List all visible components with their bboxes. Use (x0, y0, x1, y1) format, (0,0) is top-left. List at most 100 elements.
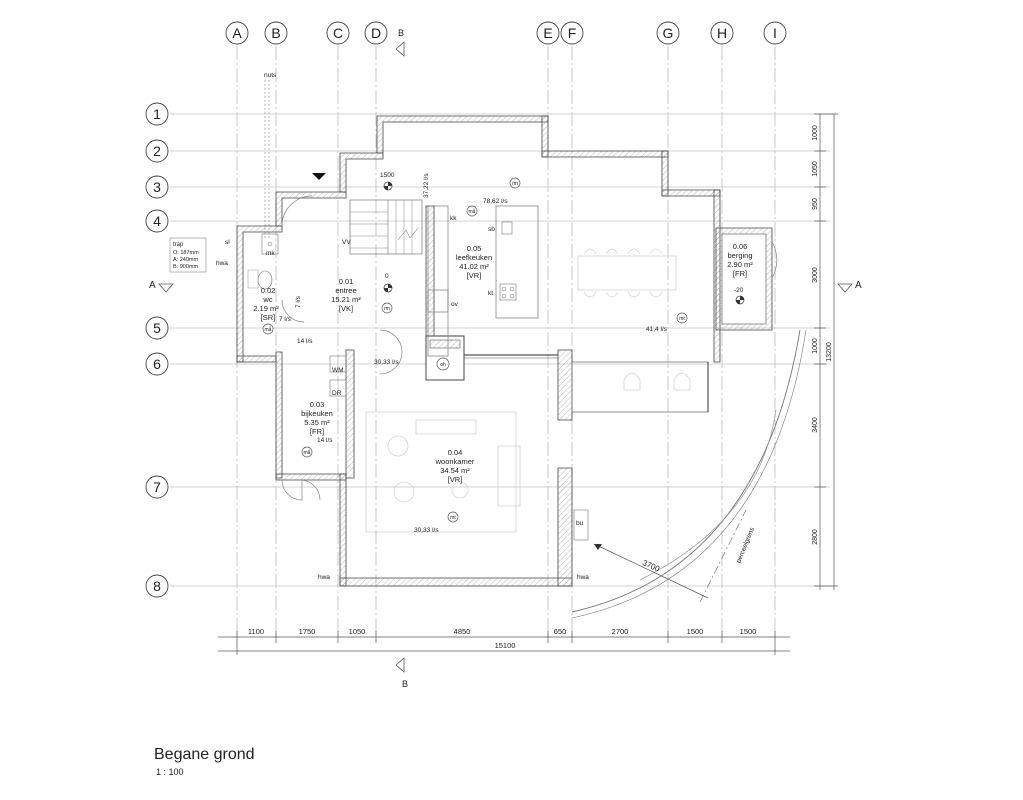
row-bubbles: 1 2 3 4 5 6 7 8 (145, 102, 169, 598)
grid-label-row: 6 (153, 356, 161, 372)
room-name: berging (727, 251, 752, 260)
room-name: woonkamer (435, 457, 475, 466)
room-area: 15.21 m² (331, 295, 361, 304)
level-marker-icon (383, 181, 393, 191)
room-area: 5.35 m² (304, 418, 330, 427)
mt-tag: mt (450, 515, 456, 521)
hwa-label: hwa (318, 574, 330, 581)
doors (281, 195, 778, 501)
grid-label-row: 7 (153, 479, 161, 495)
room-number: 0.04 (448, 448, 463, 457)
grid-label-col: F (568, 25, 577, 41)
stair-note-title: trap (173, 242, 184, 248)
sanitary-fixtures (247, 233, 589, 541)
dim-segment: 3400 (812, 417, 819, 433)
level-markers: 1500 0 -20 rm rm må må må mt mt oh (262, 172, 745, 523)
level-minus20: -20 (734, 287, 744, 294)
grid-label-col: A (232, 25, 242, 41)
oh-tag: oh (440, 362, 446, 368)
room-area: 34.54 m² (440, 466, 470, 475)
dim-total: 13200 (826, 342, 833, 362)
flow-14-b: 14 l/s (317, 437, 333, 444)
grid-label-col: H (717, 25, 727, 41)
room-name: entree (335, 286, 356, 295)
flow-30-33-b: 30,33 l/s (414, 527, 439, 534)
grid-label-col: I (773, 25, 777, 41)
dim-segment: 1000 (812, 338, 819, 354)
room-code: [SR] (261, 313, 276, 322)
section-b-top-label: B (398, 28, 404, 38)
dim-segment: 3000 (812, 267, 819, 283)
flow-7-b: 7 l/s (279, 316, 292, 323)
dim-segment: 950 (812, 198, 819, 210)
section-markers: B B A A (149, 28, 862, 689)
drawing-scale: 1 : 100 (156, 767, 184, 777)
flow-labels: 37,22 l/s 78,62 l/s 7 l/s 7 l/s 14 l/s 1… (279, 173, 668, 534)
wm-label: WM (332, 367, 344, 374)
grid-label-col: C (333, 25, 343, 41)
section-a-right-label: A (855, 280, 862, 291)
room-number: 0.02 (261, 286, 276, 295)
room-name: wc (262, 295, 272, 304)
dim-segment: 2800 (812, 529, 819, 545)
kk-label: kk (450, 215, 457, 222)
room-wc: 0.02 wc 2.19 m² [SR] (253, 286, 279, 322)
section-a-left-label: A (149, 280, 156, 291)
room-code: [VK] (339, 304, 353, 313)
room-berging: 0.06 berging 2.90 m² [FR] (727, 242, 753, 278)
stair-note: trap O: 187mm A: 240mm B: 900mm (169, 237, 207, 273)
dimensions-bottom: 1100 1750 1050 4850 650 2700 1500 1500 1… (218, 627, 790, 655)
room-number: 0.03 (310, 400, 325, 409)
flow-41-4: 41,4 l/s (646, 326, 668, 333)
dim-segment: 1100 (248, 627, 264, 636)
section-a-left-arrow-icon (158, 283, 174, 293)
ma-tag: må (469, 208, 476, 215)
flow-7-a: 7 l/s (295, 295, 302, 308)
flow-78-62: 78,62 l/s (483, 198, 508, 205)
fixture-labels: sl hwa mk kk sb kt ov WM DR bu hwa hwa (216, 215, 589, 581)
room-name: bijkeuken (301, 409, 333, 418)
sl-label: sl (225, 239, 230, 246)
dim-segment: 2700 (612, 627, 629, 636)
room-area: 2.90 m² (727, 260, 753, 269)
section-a-right-arrow-icon (837, 283, 853, 293)
section-b-bottom-arrow-icon (395, 657, 405, 673)
grid-label-row: 5 (153, 320, 161, 336)
dim-segment: 1750 (299, 627, 316, 636)
grid-label-col: G (663, 25, 674, 41)
stair: VV (342, 199, 423, 255)
ma-tag: må (304, 449, 311, 456)
dim-segment: 1500 (687, 627, 704, 636)
section-b-top-arrow-icon (395, 41, 405, 57)
grid-label-row: 2 (153, 143, 161, 159)
nuts-label: nuts (264, 72, 277, 79)
perceelgrens-label: perceelgrens (735, 526, 756, 564)
room-code: [VR] (467, 271, 482, 280)
hwa-label: hwa (216, 260, 228, 267)
room-number: 0.05 (467, 244, 482, 253)
level-marker-icon (735, 295, 745, 305)
kitchen-fixtures (427, 205, 691, 391)
hwa-label: hwa (577, 574, 589, 581)
utility-line: nuts (264, 72, 277, 240)
flow-30-33-a: 30,33 l/s (374, 359, 399, 366)
level-marker-icon (383, 283, 393, 293)
rm-tag: rm (512, 181, 518, 187)
entrance-arrow-icon (312, 173, 326, 180)
level-1500: 1500 (380, 172, 395, 179)
grid-label-row: 1 (153, 106, 161, 122)
dim-segment: 4850 (454, 627, 471, 636)
column-bubbles: A B C D E F G H I (225, 21, 787, 45)
stair-note-line: O: 187mm (173, 250, 199, 256)
vv-label: VV (342, 239, 351, 246)
walls (236, 115, 773, 587)
grid-label-col: D (371, 25, 381, 41)
mt-tag: mt (679, 316, 685, 322)
dim-segment: 1050 (812, 161, 819, 177)
room-code: [VR] (448, 475, 463, 484)
room-area: 2.19 m² (253, 304, 279, 313)
flow-14-a: 14 l/s (297, 338, 313, 345)
room-leefkeuken: 0.05 leefkeuken 41.02 m² [VR] (456, 244, 492, 280)
grid-label-col: B (271, 25, 280, 41)
